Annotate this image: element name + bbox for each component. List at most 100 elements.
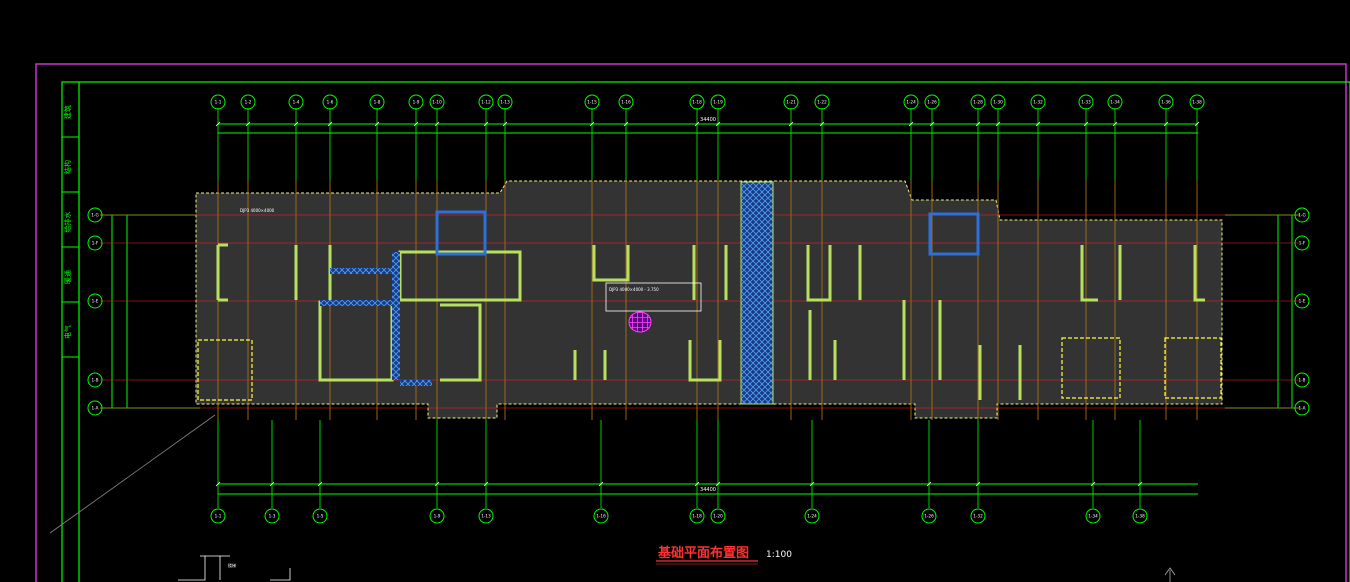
axis-bubble: 1-G (1294, 207, 1310, 223)
drawing-frame (35, 63, 1347, 582)
axis-bubble: 1-30 (990, 94, 1006, 110)
title-block-cell: 建筑 (63, 105, 72, 119)
bottom-total-dim: 34400 (700, 487, 716, 493)
svg-text:1-F: 1-F (92, 241, 99, 246)
axis-bubble: 1-E (1294, 293, 1310, 309)
svg-text:1-32: 1-32 (973, 514, 983, 519)
note-box (605, 282, 702, 312)
svg-text:1-34: 1-34 (1088, 514, 1098, 519)
svg-text:1-13: 1-13 (481, 514, 491, 519)
elevator-core (740, 181, 774, 405)
axis-bubble: 1-15 (584, 94, 600, 110)
axis-bubble: 1-A (87, 400, 103, 416)
north-arrow-icon (1164, 567, 1176, 582)
svg-text:1-26: 1-26 (924, 514, 934, 519)
svg-text:1-4: 1-4 (293, 100, 300, 105)
svg-text:1-15: 1-15 (587, 100, 597, 105)
center-note: DJP3 4000×4000 - 3.750 (609, 287, 659, 292)
svg-text:1-6: 1-6 (327, 100, 334, 105)
axis-bubble: 1-34 (1085, 508, 1101, 524)
axis-bubble: 1-32 (1030, 94, 1046, 110)
svg-text:1-28: 1-28 (973, 100, 983, 105)
stair-note: 楼梯 (228, 562, 236, 568)
axis-bubble: 1-28 (970, 94, 986, 110)
axis-bubble: 1-13 (478, 508, 494, 524)
svg-text:1-30: 1-30 (993, 100, 1003, 105)
axis-bubble: 1-9 (408, 94, 424, 110)
pit-label: DJP3 4000×4000 (240, 208, 275, 213)
svg-text:1-16: 1-16 (621, 100, 631, 105)
foundation-slab (195, 180, 1223, 419)
svg-text:1-10: 1-10 (432, 100, 442, 105)
axis-bubble: 1-19 (710, 94, 726, 110)
top-total-dim: 34400 (700, 117, 716, 123)
axis-bubble: 1-F (87, 235, 103, 251)
axis-bubble: 1-6 (322, 94, 338, 110)
inner-border (61, 81, 1350, 582)
svg-text:1-E: 1-E (92, 299, 99, 304)
svg-text:1-9: 1-9 (434, 514, 441, 519)
axis-bubble: 1-1 (210, 508, 226, 524)
svg-text:1-2: 1-2 (245, 100, 252, 105)
svg-text:1-36: 1-36 (1161, 100, 1171, 105)
svg-text:1-13: 1-13 (500, 100, 510, 105)
svg-text:1-21: 1-21 (786, 100, 796, 105)
leader-line (49, 414, 216, 534)
svg-text:1-B: 1-B (92, 378, 99, 383)
axis-bubble: 1-12 (478, 94, 494, 110)
svg-text:1-19: 1-19 (713, 100, 723, 105)
svg-text:1-B: 1-B (1299, 378, 1306, 383)
axis-bubble: 1-24 (903, 94, 919, 110)
axis-bubble: 1-8 (369, 94, 385, 110)
svg-text:1-12: 1-12 (481, 100, 491, 105)
axis-bubble: 1-G (87, 207, 103, 223)
axis-bubble: 1-18 (689, 94, 705, 110)
svg-text:1-E: 1-E (1299, 299, 1306, 304)
svg-text:1-24: 1-24 (807, 514, 817, 519)
svg-text:1-24: 1-24 (906, 100, 916, 105)
axis-bubble: 1-B (87, 372, 103, 388)
svg-text:1-G: 1-G (91, 213, 99, 218)
right-axis-bubbles: 1-G 1-F 1-E 1-B 1-A (1294, 207, 1310, 416)
svg-text:1-5: 1-5 (317, 514, 324, 519)
title-block-cell: 给排水 (63, 212, 72, 233)
axis-bubble: 1-22 (814, 94, 830, 110)
svg-text:1-18: 1-18 (692, 514, 702, 519)
axis-bubble: 1-20 (710, 508, 726, 524)
axis-bubble: 1-38 (1189, 94, 1205, 110)
axis-bubble: 1-F (1294, 235, 1310, 251)
axis-bubble: 1-24 (804, 508, 820, 524)
axis-bubble: 1-9 (429, 508, 445, 524)
drawing-title: 基础平面布置图 (657, 545, 749, 561)
svg-text:1-G: 1-G (1298, 213, 1306, 218)
svg-text:1-8: 1-8 (374, 100, 381, 105)
axis-bubble: 1-A (1294, 400, 1310, 416)
svg-text:1-3: 1-3 (269, 514, 276, 519)
axis-bubble: 1-16 (618, 94, 634, 110)
sump-pit-left (435, 210, 487, 256)
axis-bubble: 1-4 (288, 94, 304, 110)
svg-text:1-1: 1-1 (215, 100, 222, 105)
svg-text:1-38: 1-38 (1192, 100, 1202, 105)
svg-text:1-32: 1-32 (1033, 100, 1043, 105)
axis-bubble: 1-33 (1078, 94, 1094, 110)
drawing-scale: 1:100 (766, 550, 792, 560)
axis-bubble: 1-18 (689, 508, 705, 524)
svg-text:1-20: 1-20 (713, 514, 723, 519)
title-block-cell: 电气 (63, 325, 72, 339)
svg-text:1-34: 1-34 (1110, 100, 1120, 105)
svg-text:1-18: 1-18 (692, 100, 702, 105)
axis-bubble: 1-38 (1132, 508, 1148, 524)
axis-bubble: 1-5 (312, 508, 328, 524)
axis-bubble: 1-26 (924, 94, 940, 110)
axis-bubble: 1-16 (593, 508, 609, 524)
svg-text:1-38: 1-38 (1135, 514, 1145, 519)
axis-bubble: 1-21 (783, 94, 799, 110)
svg-text:1-F: 1-F (1299, 241, 1306, 246)
svg-text:1-26: 1-26 (927, 100, 937, 105)
axis-bubble: 1-10 (429, 94, 445, 110)
svg-text:1-A: 1-A (1299, 406, 1306, 411)
detail-sketch (178, 555, 291, 581)
